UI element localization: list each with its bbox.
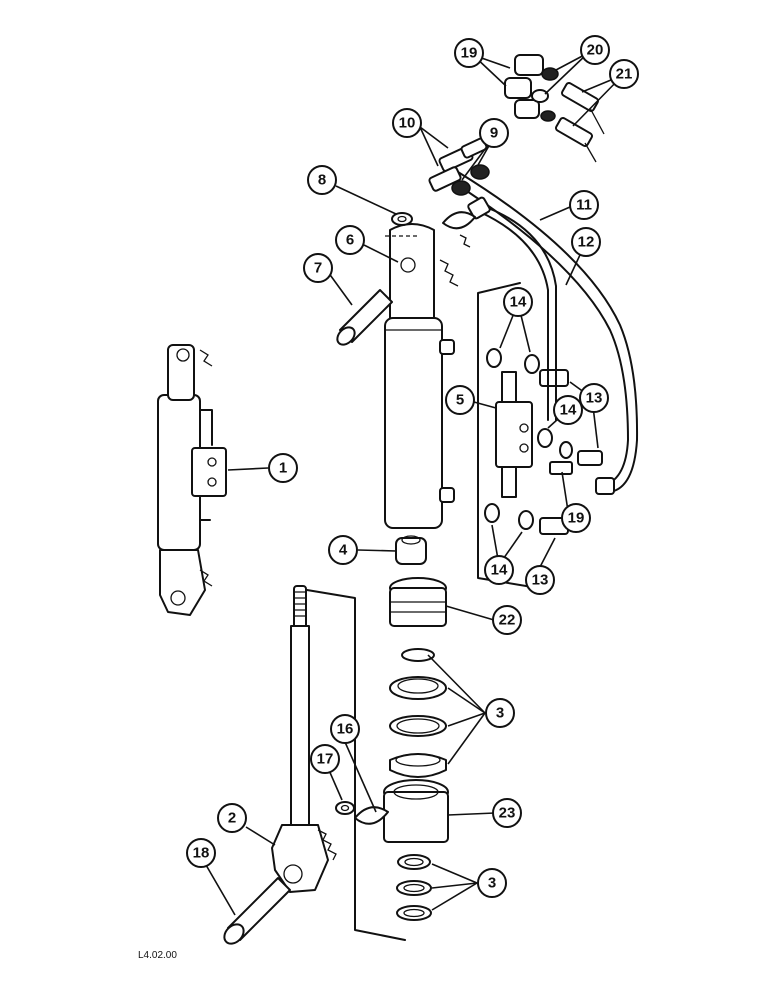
callout-16: 16 [330, 714, 360, 744]
svg-text:9: 9 [490, 125, 498, 142]
svg-text:22: 22 [499, 612, 516, 629]
nut [395, 535, 427, 565]
fittings-19-20-21 [504, 54, 605, 163]
svg-text:1: 1 [279, 460, 287, 477]
callout-23: 23 [492, 798, 522, 828]
svg-text:6: 6 [346, 232, 354, 249]
svg-text:14: 14 [560, 402, 577, 419]
callout-11: 11 [569, 190, 599, 220]
svg-text:14: 14 [491, 562, 508, 579]
clevis-pin [336, 289, 393, 346]
callout-13-upper: 13 [579, 383, 609, 413]
callout-14-mid: 14 [553, 395, 583, 425]
callout-9: 9 [479, 118, 509, 148]
o-ring [401, 648, 435, 662]
svg-text:2: 2 [228, 810, 236, 827]
svg-text:5: 5 [456, 392, 464, 409]
svg-text:13: 13 [532, 572, 549, 589]
callout-22: 22 [492, 605, 522, 635]
piston [389, 577, 447, 627]
callout-19-top: 19 [454, 38, 484, 68]
cylinder-body [384, 223, 459, 529]
piston-rod [271, 585, 337, 893]
svg-text:19: 19 [461, 45, 478, 62]
hose-11 [479, 211, 549, 421]
svg-text:21: 21 [616, 66, 633, 83]
seal-ring-16 [354, 806, 389, 825]
svg-text:10: 10 [399, 115, 416, 132]
svg-text:7: 7 [314, 260, 322, 277]
callout-12: 12 [571, 227, 601, 257]
assembled-hydraulic-cylinder [157, 344, 227, 616]
svg-text:19: 19 [568, 510, 585, 527]
callout-21: 21 [609, 59, 639, 89]
valve-block [495, 371, 533, 498]
svg-text:14: 14 [510, 294, 527, 311]
callout-14-bottom: 14 [484, 555, 514, 585]
seal-ring [442, 211, 476, 230]
callout-2: 2 [217, 803, 247, 833]
gland [383, 779, 449, 843]
rod-pin [223, 877, 291, 945]
callout-4: 4 [328, 535, 358, 565]
seal-washer [486, 348, 502, 368]
seal [389, 676, 447, 700]
svg-text:12: 12 [578, 234, 595, 251]
callout-5: 5 [445, 385, 475, 415]
callout-10: 10 [392, 108, 422, 138]
callout-3-upper: 3 [485, 698, 515, 728]
washer-8 [391, 212, 413, 226]
callout-3-lower: 3 [477, 868, 507, 898]
svg-text:23: 23 [499, 805, 516, 822]
svg-text:8: 8 [318, 172, 326, 189]
svg-text:4: 4 [339, 542, 348, 559]
svg-text:3: 3 [488, 875, 496, 892]
callout-8: 8 [307, 165, 337, 195]
svg-text:11: 11 [576, 197, 592, 214]
callout-17: 17 [310, 744, 340, 774]
callout-20: 20 [580, 35, 610, 65]
svg-text:13: 13 [586, 390, 603, 407]
svg-text:16: 16 [337, 721, 354, 738]
svg-text:3: 3 [496, 705, 504, 722]
hose-12 [449, 179, 629, 486]
svg-text:18: 18 [193, 845, 210, 862]
svg-text:17: 17 [317, 751, 334, 768]
callout-19-bottom: 19 [561, 503, 591, 533]
diagram-reference-code: L4.02.00 [138, 950, 177, 961]
callout-7: 7 [303, 253, 333, 283]
fittings-9-10 [428, 137, 490, 196]
callout-18: 18 [186, 838, 216, 868]
callout-14-top: 14 [503, 287, 533, 317]
callout-1: 1 [268, 453, 298, 483]
callout-6: 6 [335, 225, 365, 255]
callout-13-lower: 13 [525, 565, 555, 595]
svg-text:20: 20 [587, 42, 604, 59]
washer-17 [335, 801, 355, 815]
